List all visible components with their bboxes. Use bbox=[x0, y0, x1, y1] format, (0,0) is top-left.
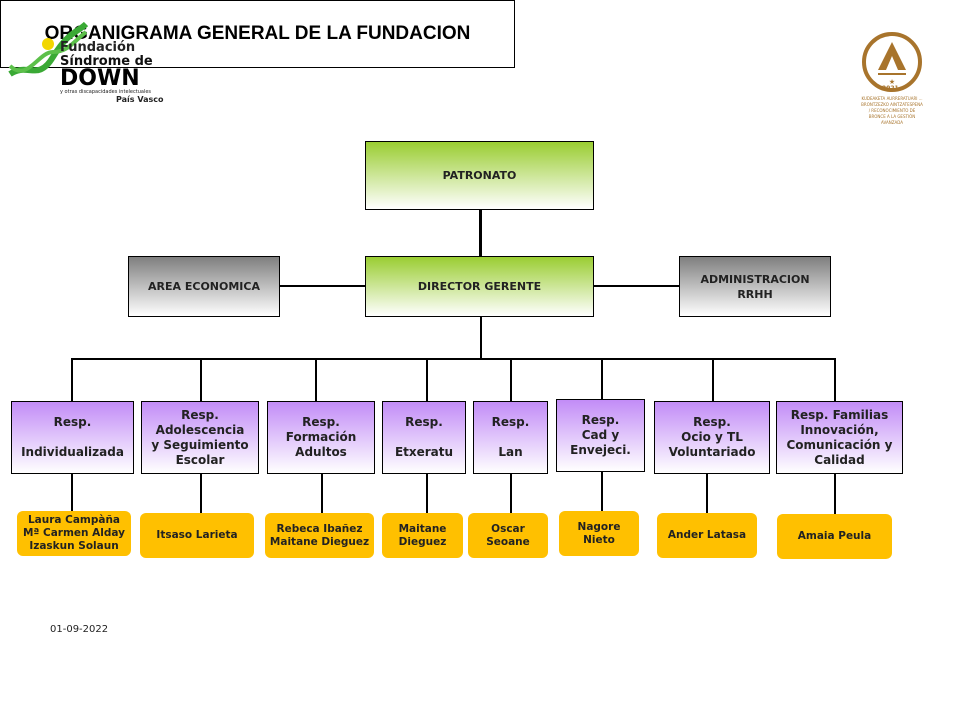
date-label: 01-09-2022 bbox=[50, 624, 109, 635]
connector bbox=[834, 474, 836, 514]
connector bbox=[601, 359, 603, 399]
department-box: Resp. Cad y Envejeci. bbox=[556, 399, 645, 472]
department-box: Resp. Individualizada bbox=[11, 401, 134, 474]
department-people: Itsaso Larieta bbox=[140, 513, 254, 558]
connector bbox=[510, 359, 512, 401]
connector bbox=[706, 474, 708, 513]
logo-text-pais-vasco: País Vasco bbox=[116, 95, 164, 104]
award-caption: KUDEAKETA AURRERATUARI ... BRONTZEZKO AI… bbox=[861, 96, 923, 124]
connector bbox=[279, 285, 365, 287]
logo-text-sub: y otras discapacidades intelectuales bbox=[60, 89, 151, 95]
department-box: Resp. Adolescencia y Seguimiento Escolar bbox=[141, 401, 259, 474]
department-people: Nagore Nieto bbox=[559, 511, 639, 556]
logo-text-fundacion: Fundación bbox=[60, 40, 136, 55]
connector bbox=[71, 474, 73, 511]
department-people: Ander Latasa bbox=[657, 513, 757, 558]
dna-helix-icon bbox=[8, 22, 88, 77]
fundacion-logo: Fundación Síndrome de DOWN y otras disca… bbox=[8, 22, 178, 107]
logo-text-sindrome: Síndrome de bbox=[60, 54, 153, 69]
connector bbox=[426, 474, 428, 513]
department-people: Oscar Seoane bbox=[468, 513, 548, 558]
department-people: Amaia Peula bbox=[777, 514, 892, 559]
connector bbox=[712, 359, 714, 401]
connector bbox=[510, 474, 512, 513]
department-box: Resp. Familias Innovación, Comunicación … bbox=[776, 401, 903, 474]
connector bbox=[479, 209, 482, 256]
connector bbox=[321, 474, 323, 513]
department-box: Resp. Formación Adultos bbox=[267, 401, 375, 474]
connector bbox=[426, 359, 428, 401]
logo-text-down: DOWN bbox=[60, 66, 140, 91]
connector bbox=[71, 358, 836, 360]
svg-text:★: ★ bbox=[889, 78, 895, 86]
department-box: Resp. Ocio y TL Voluntariado bbox=[654, 401, 770, 474]
connector bbox=[593, 285, 679, 287]
bronze-award-logo: ★ 2021 KUDEAKETA AURRERATUARI ... BRONTZ… bbox=[860, 30, 924, 125]
department-people: Maitane Dieguez bbox=[382, 513, 463, 558]
award-year: 2021 bbox=[882, 85, 899, 92]
department-box: Resp. Lan bbox=[473, 401, 548, 474]
connector bbox=[315, 359, 317, 401]
box-patronato: PATRONATO bbox=[365, 141, 594, 210]
connector bbox=[200, 474, 202, 513]
department-box: Resp. Etxeratu bbox=[382, 401, 466, 474]
connector bbox=[601, 472, 603, 511]
box-administracion-rrhh: ADMINISTRACION RRHH bbox=[679, 256, 831, 317]
connector bbox=[200, 359, 202, 401]
connector bbox=[480, 316, 482, 359]
page-title: ORGANIGRAMA GENERAL DE LA FUNDACION bbox=[0, 0, 515, 68]
box-director-gerente: DIRECTOR GERENTE bbox=[365, 256, 594, 317]
department-people: Rebeca Ibañez Maitane Dieguez bbox=[265, 513, 374, 558]
department-people: Laura Campàña Mª Carmen Alday Izaskun So… bbox=[17, 511, 131, 556]
award-emblem-icon: ★ bbox=[862, 32, 922, 92]
connector bbox=[71, 359, 73, 401]
connector bbox=[834, 359, 836, 401]
box-area-economica: AREA ECONOMICA bbox=[128, 256, 280, 317]
